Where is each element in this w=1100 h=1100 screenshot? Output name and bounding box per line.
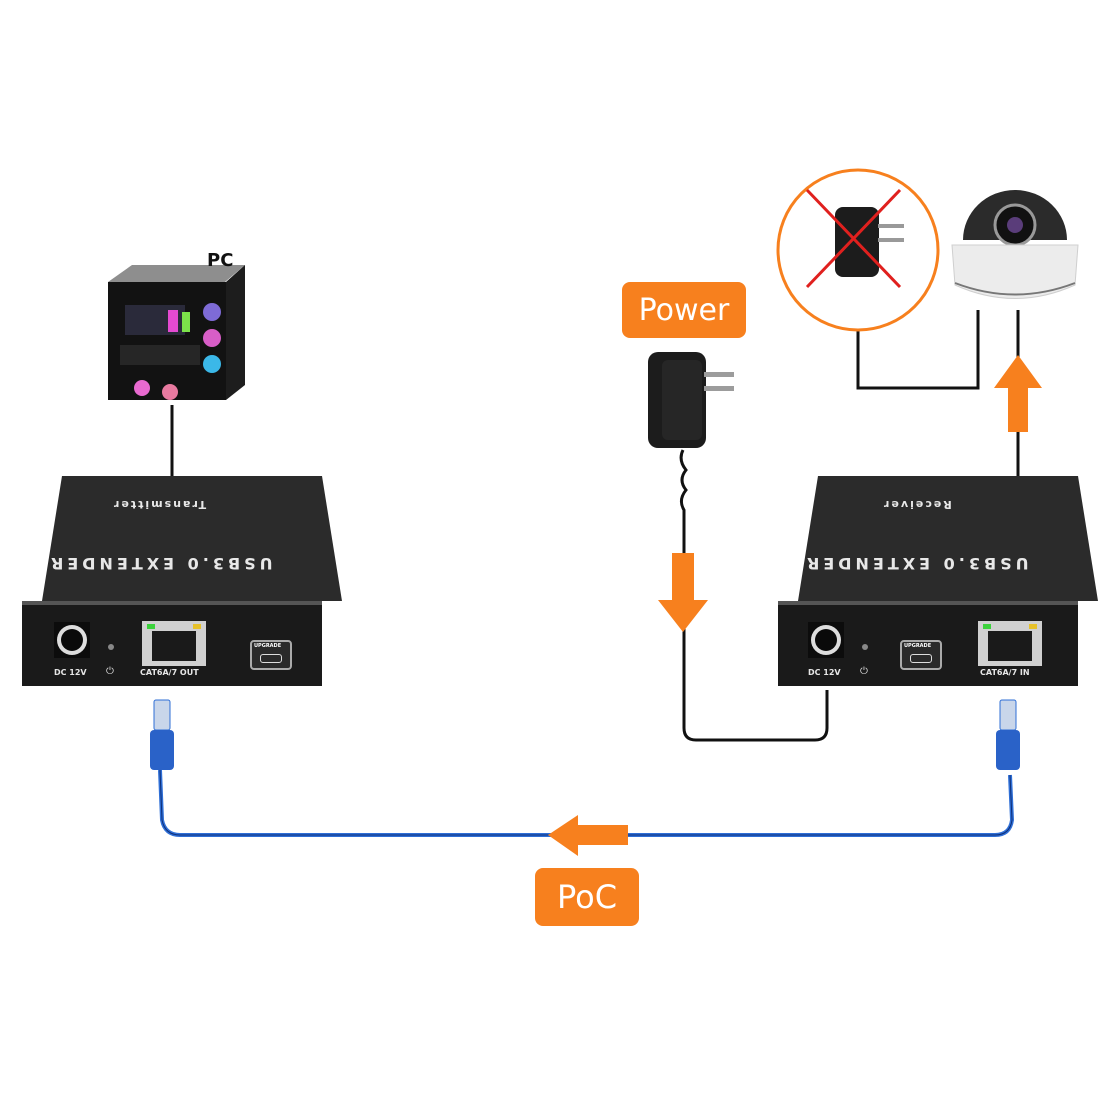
led-indicator	[862, 644, 868, 650]
power-arrow-up-icon	[994, 355, 1042, 432]
upgrade-port-label: UPGRADE	[904, 643, 932, 649]
dome-camera-icon	[951, 190, 1079, 299]
receiver-device: Receiver USB3.0 EXTENDER DC 12V ⏻ UPGRAD…	[778, 476, 1098, 686]
rj45-port	[142, 621, 206, 666]
no-adapter-circle	[776, 168, 940, 332]
poc-label: PoC	[535, 868, 639, 926]
poc-arrow-icon	[548, 815, 628, 856]
upgrade-port: UPGRADE	[900, 640, 942, 670]
dc-label: DC 12V	[808, 668, 841, 677]
upgrade-port: UPGRADE	[250, 640, 292, 670]
power-label: Power	[622, 282, 746, 338]
power-adapter-cable	[679, 449, 829, 742]
upgrade-port-label: UPGRADE	[254, 643, 282, 649]
rj45-plug-right	[996, 699, 1020, 770]
transmitter-top	[42, 476, 342, 601]
rj45-plug-left	[150, 699, 174, 770]
pc-label: PC	[207, 250, 234, 271]
power-arrow-down-icon	[658, 553, 708, 632]
led-indicator	[108, 644, 114, 650]
power-symbol-icon: ⏻	[106, 666, 114, 677]
dc-jack	[54, 622, 90, 658]
transmitter-role-label: Transmitter	[112, 498, 207, 511]
rj45-port	[978, 621, 1042, 666]
lan-port-label: CAT6A/7 OUT	[140, 668, 199, 677]
power-adapter-icon	[648, 352, 734, 448]
dc-jack	[808, 622, 844, 658]
camera-adapter-cable	[856, 300, 980, 390]
power-symbol-icon: ⏻	[860, 666, 868, 677]
receiver-model-label: USB3.0 EXTENDER	[803, 554, 1029, 573]
lan-port-label: CAT6A/7 IN	[980, 668, 1030, 677]
receiver-role-label: Receiver	[882, 498, 952, 511]
pc-tower-icon	[108, 265, 245, 400]
dc-label: DC 12V	[54, 668, 87, 677]
transmitter-model-label: USB3.0 EXTENDER	[47, 554, 273, 573]
receiver-top	[798, 476, 1098, 601]
transmitter-device: Transmitter USB3.0 EXTENDER DC 12V ⏻ CAT…	[22, 476, 342, 686]
